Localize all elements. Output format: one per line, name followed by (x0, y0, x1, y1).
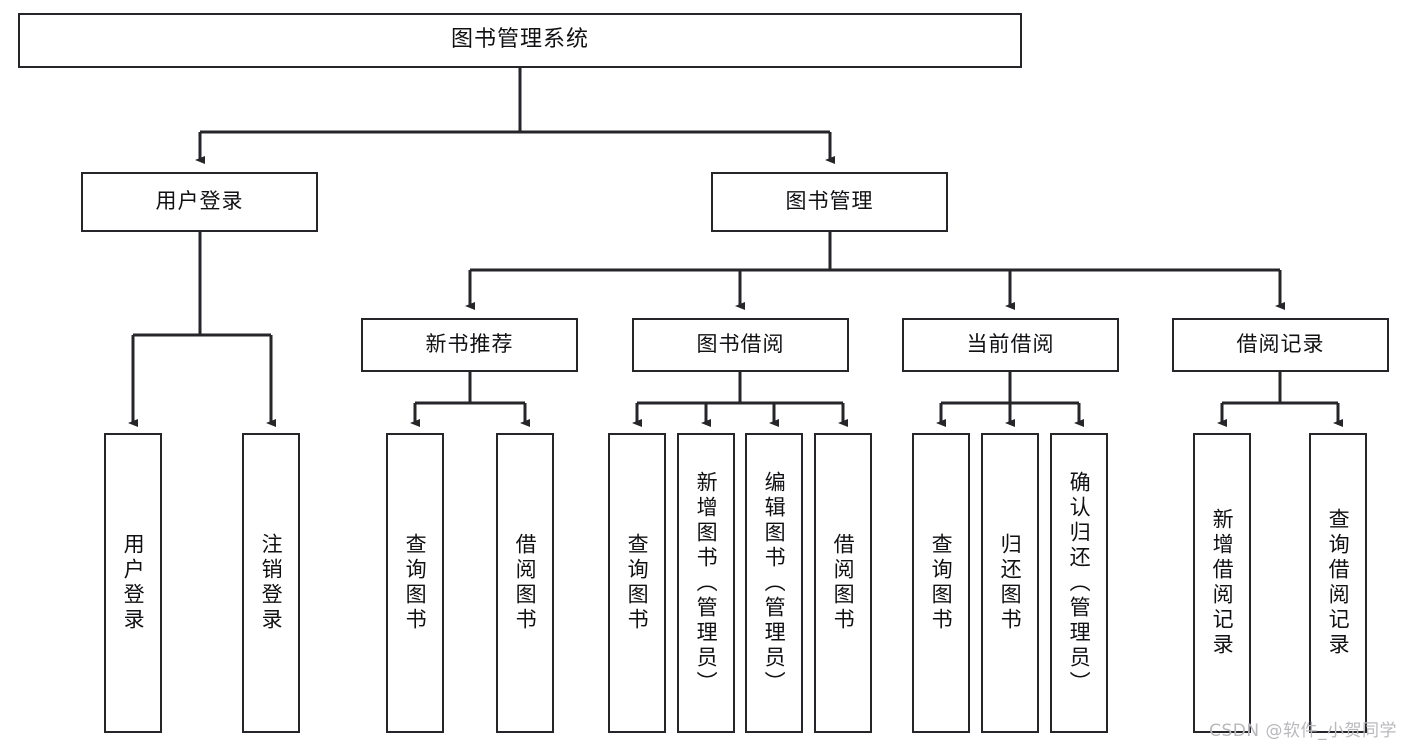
node-user-login[interactable]: 用户登录 (81, 172, 318, 232)
leaf-query-borrow-record[interactable]: 查询借阅记录 (1309, 433, 1367, 733)
node-label: 注销登录 (259, 533, 284, 633)
leaf-borrow-books[interactable]: 借阅图书 (814, 433, 872, 733)
node-label: 图书管理系统 (450, 27, 589, 53)
node-root-book-management-system[interactable]: 图书管理系统 (18, 13, 1022, 68)
node-label: 新增借阅记录 (1210, 508, 1235, 658)
node-label: 查询图书 (403, 533, 428, 633)
leaf-user-login[interactable]: 用户登录 (104, 433, 162, 733)
node-borrowing-records[interactable]: 借阅记录 (1172, 318, 1389, 372)
leaf-query-books-borrow[interactable]: 查询图书 (608, 433, 666, 733)
node-book-borrowing[interactable]: 图书借阅 (632, 318, 849, 372)
node-new-book-recommendation[interactable]: 新书推荐 (361, 318, 578, 372)
node-book-management[interactable]: 图书管理 (711, 172, 948, 232)
leaf-query-books-current[interactable]: 查询图书 (912, 433, 970, 733)
node-label: 图书管理 (785, 189, 874, 214)
node-label: 用户登录 (155, 189, 244, 214)
leaf-logout[interactable]: 注销登录 (242, 433, 300, 733)
node-label: 用户登录 (121, 533, 146, 633)
leaf-edit-book-admin[interactable]: 编辑图书（管理员） (745, 433, 803, 733)
node-label: 新书推荐 (425, 332, 514, 357)
leaf-add-book-admin[interactable]: 新增图书（管理员） (677, 433, 735, 733)
node-current-borrowing[interactable]: 当前借阅 (902, 318, 1119, 372)
node-label: 借阅图书 (513, 533, 538, 633)
node-label: 查询图书 (929, 533, 954, 633)
node-label: 借阅图书 (831, 533, 856, 633)
node-label: 借阅记录 (1236, 332, 1325, 357)
leaf-borrow-books-recommend[interactable]: 借阅图书 (496, 433, 554, 733)
leaf-return-books[interactable]: 归还图书 (981, 433, 1039, 733)
node-label: 图书借阅 (696, 332, 785, 357)
node-label: 编辑图书（管理员） (762, 470, 787, 696)
leaf-confirm-return-admin[interactable]: 确认归还（管理员） (1050, 433, 1108, 733)
csdn-watermark: CSDN @软件_小贺同学 (1209, 721, 1397, 741)
node-label: 归还图书 (998, 533, 1023, 633)
node-label: 查询借阅记录 (1326, 508, 1351, 658)
leaf-query-books-recommend[interactable]: 查询图书 (386, 433, 444, 733)
node-label: 新增图书（管理员） (694, 470, 719, 696)
node-label: 查询图书 (625, 533, 650, 633)
node-label: 当前借阅 (966, 332, 1055, 357)
leaf-add-borrow-record[interactable]: 新增借阅记录 (1193, 433, 1251, 733)
node-label: 确认归还（管理员） (1067, 470, 1092, 696)
